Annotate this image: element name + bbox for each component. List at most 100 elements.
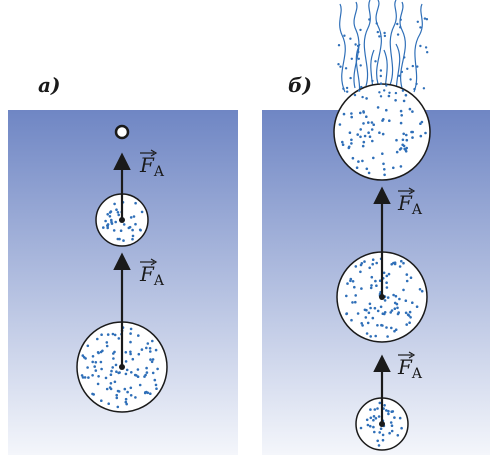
- gas-dot: [405, 133, 408, 137]
- gas-dot: [375, 261, 379, 265]
- gas-dot: [108, 215, 112, 218]
- gas-dot: [105, 344, 109, 348]
- gas-dot: [404, 148, 407, 152]
- gas-dot: [398, 416, 402, 420]
- gas-dot: [91, 374, 94, 377]
- gas-dot: [386, 335, 389, 338]
- gas-dot: [150, 360, 154, 364]
- steam-wisp: [363, 0, 371, 87]
- gas-dot: [381, 152, 384, 155]
- gas-dot: [383, 299, 387, 302]
- steam-dot: [378, 35, 381, 38]
- gas-dot: [369, 306, 372, 310]
- gas-dot: [96, 351, 100, 354]
- gas-dot: [376, 407, 379, 410]
- svg-text:FA: FA: [397, 355, 423, 382]
- gas-dot: [401, 138, 405, 142]
- gas-dot: [347, 146, 351, 150]
- gas-dot: [370, 284, 373, 287]
- steam-dot: [337, 44, 341, 47]
- steam-dot: [419, 44, 422, 48]
- gas-dot: [359, 128, 363, 131]
- gas-dot: [381, 433, 385, 437]
- gas-dot: [359, 270, 362, 274]
- gas-dot: [112, 229, 116, 232]
- gas-dot: [132, 215, 136, 218]
- gas-dot: [131, 357, 135, 361]
- gas-dot: [93, 365, 96, 368]
- steam-dot: [394, 91, 398, 95]
- gas-dot: [105, 387, 109, 391]
- gas-dot: [394, 328, 398, 332]
- gas-dot: [393, 301, 397, 305]
- gas-dot: [91, 355, 95, 358]
- steam-dot: [426, 51, 429, 54]
- steam-dot: [416, 65, 419, 68]
- gas-dot: [348, 131, 352, 134]
- gas-dot: [367, 311, 371, 315]
- gas-dot: [110, 220, 113, 224]
- gas-dot: [138, 383, 142, 387]
- gas-dot: [360, 287, 363, 290]
- gas-dot: [115, 208, 118, 211]
- gas-dot: [354, 265, 358, 268]
- steam-dot: [357, 50, 360, 54]
- gas-dot: [362, 140, 366, 144]
- gas-dot: [376, 106, 380, 109]
- gas-dot: [153, 378, 157, 382]
- gas-dot: [116, 211, 120, 214]
- gas-dot: [151, 371, 155, 375]
- gas-dot: [390, 263, 394, 266]
- gas-dot: [419, 122, 422, 125]
- gas-dot: [364, 316, 368, 319]
- gas-dot: [400, 259, 403, 263]
- gas-dot: [408, 107, 412, 111]
- gas-dot: [140, 210, 144, 214]
- bubble-small-dots: [102, 201, 144, 242]
- gas-dot: [373, 306, 377, 310]
- gas-dot: [397, 311, 401, 314]
- gas-dot: [385, 108, 388, 112]
- gas-dot: [107, 402, 110, 406]
- steam-dot: [411, 64, 414, 68]
- gas-dot: [372, 425, 375, 429]
- gas-dot: [377, 444, 381, 447]
- gas-dot: [372, 418, 375, 422]
- gas-dot: [404, 93, 408, 97]
- gas-dot: [96, 337, 99, 341]
- gas-dot: [154, 348, 158, 352]
- gas-dot: [419, 134, 423, 138]
- gas-dot: [409, 316, 412, 319]
- tiny-bubble: [114, 124, 130, 140]
- steam-dot: [349, 37, 352, 40]
- steam-dot: [415, 82, 418, 86]
- gas-dot: [378, 279, 382, 283]
- svg-text:FA: FA: [139, 153, 165, 180]
- gas-dot: [376, 324, 379, 327]
- gas-dot: [350, 138, 353, 142]
- force-label: FA: [139, 149, 165, 180]
- gas-dot: [129, 394, 133, 397]
- gas-dot: [113, 202, 116, 206]
- gas-dot: [411, 301, 414, 305]
- gas-dot: [100, 367, 103, 371]
- steam-wisp: [353, 1, 360, 89]
- gas-dot: [367, 121, 370, 124]
- arrow-origin-dot: [119, 217, 125, 223]
- gas-dot: [404, 299, 408, 303]
- gas-dot: [110, 218, 113, 222]
- gas-dot: [385, 274, 389, 278]
- gas-dot: [129, 350, 132, 354]
- gas-dot: [361, 144, 365, 148]
- steam-dot: [353, 93, 357, 97]
- gas-dot: [371, 139, 374, 143]
- gas-dot: [104, 219, 107, 223]
- gas-dot: [144, 373, 147, 377]
- gas-dot: [87, 376, 90, 379]
- gas-dot: [149, 392, 152, 396]
- gas-dot: [396, 434, 400, 437]
- gas-dot: [99, 360, 103, 364]
- gas-dot: [129, 340, 132, 344]
- steam-dot: [383, 31, 386, 35]
